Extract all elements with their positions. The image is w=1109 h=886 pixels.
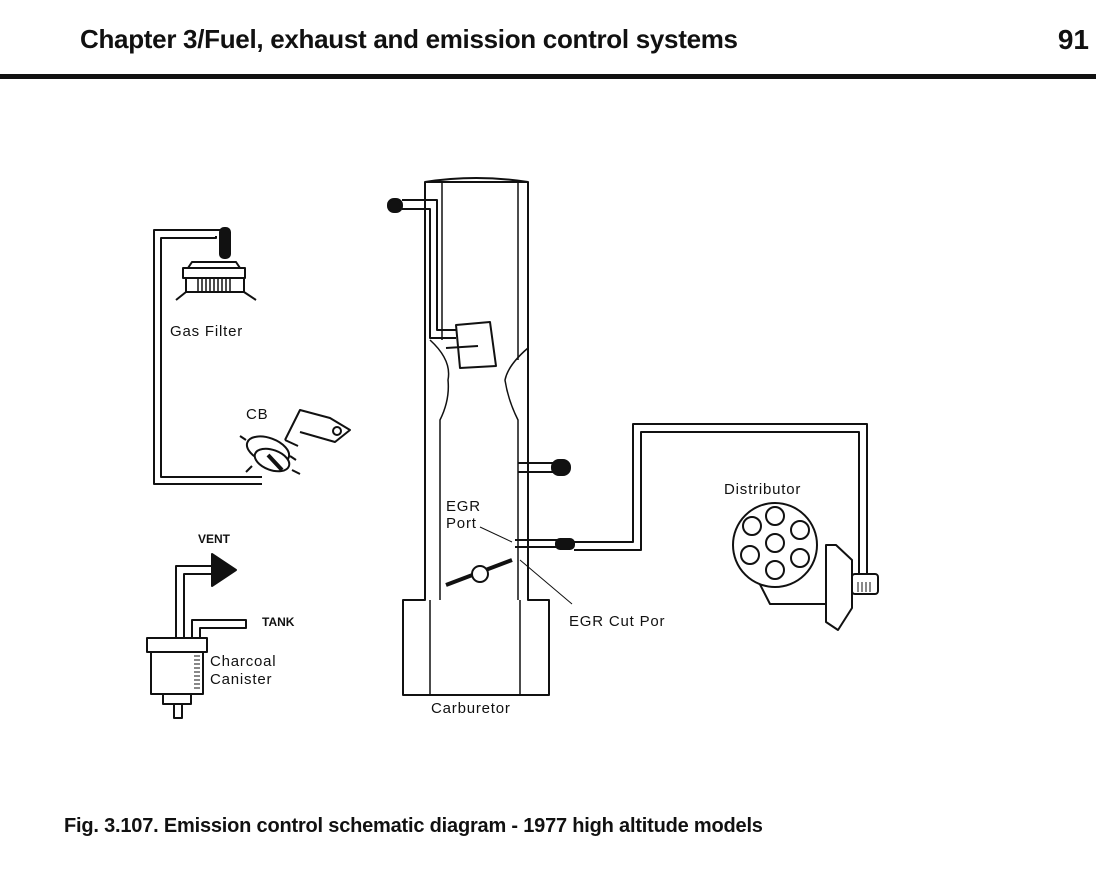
label-port: Port <box>446 515 477 532</box>
carburetor-body <box>402 177 550 696</box>
label-tank: TANK <box>262 615 295 629</box>
venturi-tube <box>387 198 497 369</box>
page-header-title: Chapter 3/Fuel, exhaust and emission con… <box>80 24 738 54</box>
cb-valve-icon <box>239 409 351 475</box>
label-vent: VENT <box>198 532 231 546</box>
label-egr-cut-port: EGR Cut Por <box>569 613 665 630</box>
label-cb: CB <box>246 406 268 423</box>
label-gas-filter: Gas Filter <box>170 323 243 340</box>
label-carburetor: Carburetor <box>431 700 511 717</box>
header-rule <box>0 74 1096 79</box>
carburetor-nipples <box>515 459 575 550</box>
gas-filter-icon <box>175 227 257 301</box>
label-egr: EGR <box>446 498 481 515</box>
label-canister: Canister <box>210 671 272 688</box>
charcoal-canister-icon <box>146 553 247 719</box>
label-distributor: Distributor <box>724 481 801 498</box>
throttle-plate <box>445 558 513 587</box>
figure-caption: Fig. 3.107. Emission control schematic d… <box>64 815 763 837</box>
vacuum-hose <box>574 423 868 575</box>
distributor-icon <box>732 502 879 631</box>
page-number: 91 <box>1057 24 1089 55</box>
label-charcoal: Charcoal <box>210 653 276 670</box>
egr-pointer-lines <box>479 526 573 605</box>
